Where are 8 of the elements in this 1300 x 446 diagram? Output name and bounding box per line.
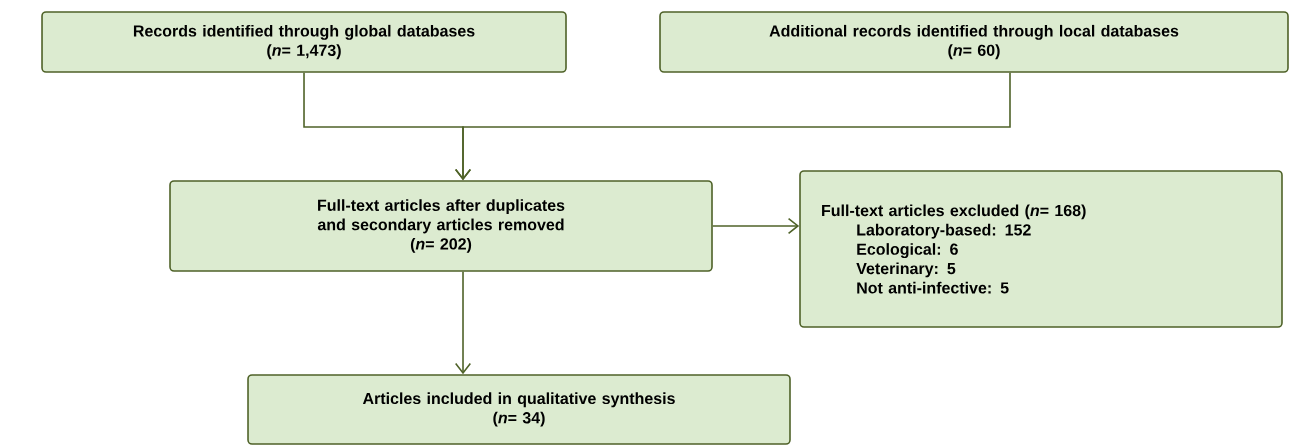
process-box: Full-text articles excluded (n= 168) Laboratory-based: 152 Ecological: 6 Veterinary: 5 Not anti-infective: 5 — [799, 170, 1283, 328]
process-box: Additional records identified through local databases (n= 60) — [659, 11, 1289, 73]
arrow — [454, 72, 1011, 181]
process-box: Articles included in qualitative synthesis (n= 34) — [247, 374, 791, 445]
arrow — [454, 271, 472, 375]
process-box: Full-text articles after duplicates and secondary articles removed (n= 202) — [169, 180, 713, 272]
process-box: Records identified through global databases (n= 1,473) — [41, 11, 567, 73]
arrow — [712, 217, 800, 235]
